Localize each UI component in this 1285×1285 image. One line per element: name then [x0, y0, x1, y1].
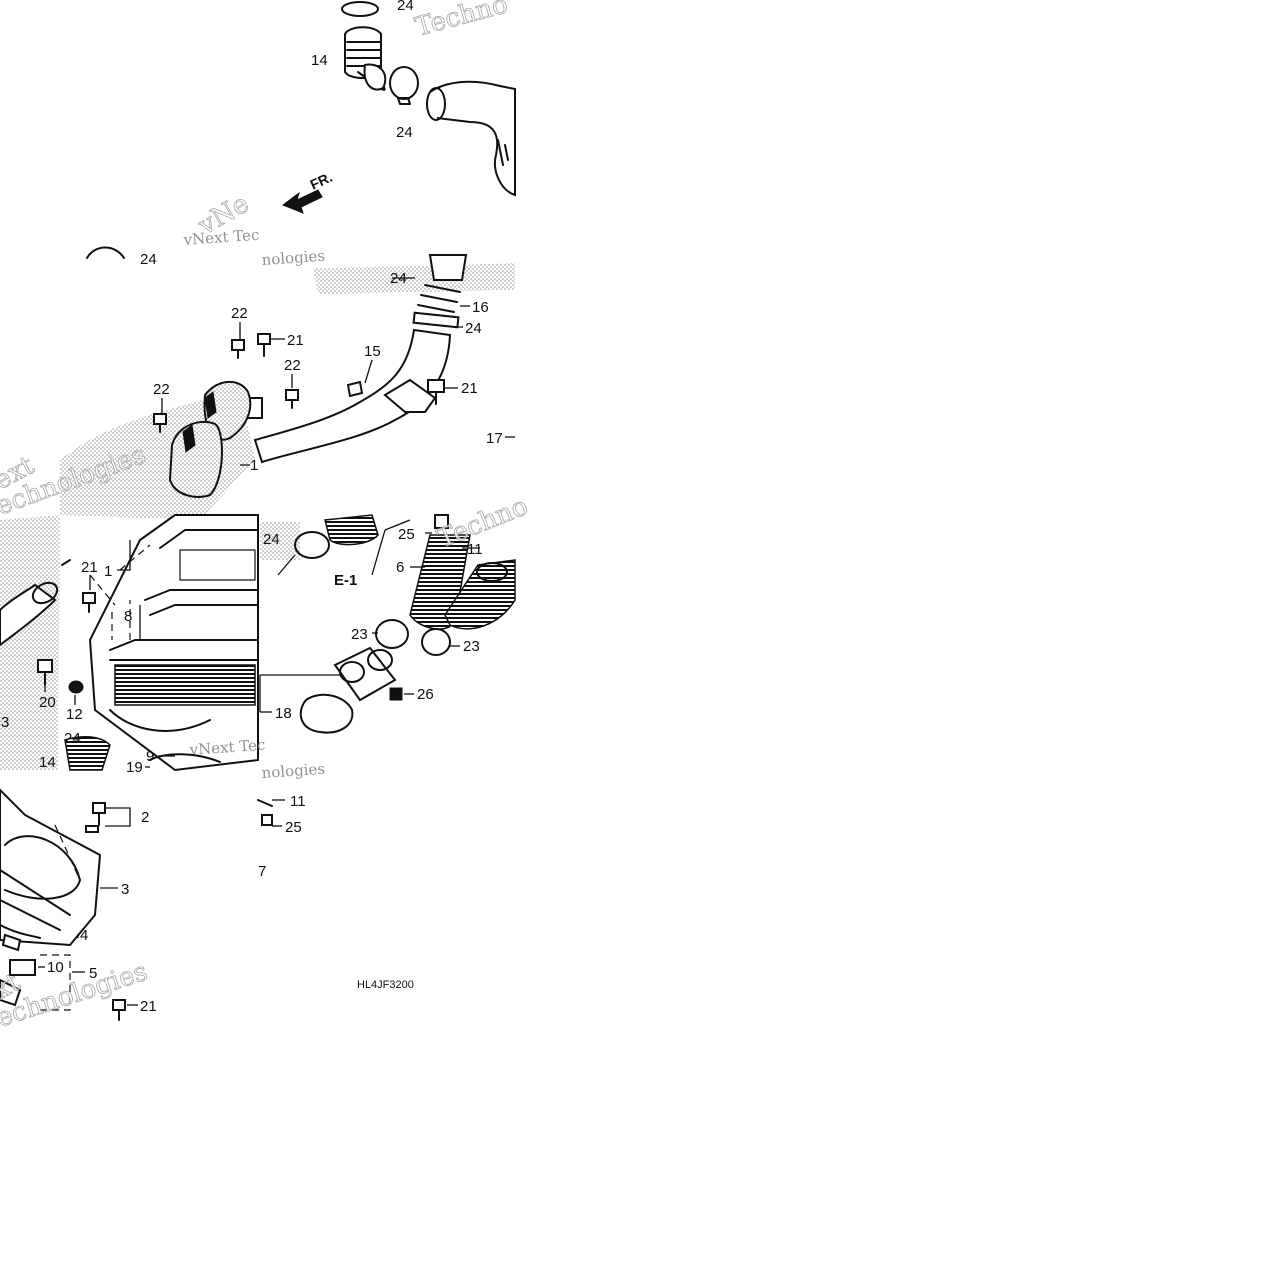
callout-number: 25	[398, 526, 415, 543]
callout-number: 21	[140, 998, 157, 1015]
bracket-line	[259, 674, 340, 712]
leader-lines-left	[44, 540, 175, 768]
callout-number: 24	[390, 270, 407, 287]
callout-number: 16	[472, 299, 489, 316]
hose-7	[444, 559, 516, 630]
leader-lines-bottom	[38, 799, 285, 1006]
watermark-fragment: vNext Tec	[182, 226, 260, 249]
bolt-group	[153, 333, 445, 433]
watermark-fragment: nologies	[261, 247, 326, 269]
clamp-screw	[397, 97, 411, 105]
section-reference-label: E-1	[334, 572, 357, 589]
leader-lines-middle	[161, 277, 515, 466]
air-duct-15	[244, 328, 452, 464]
callout-number: 24	[396, 124, 413, 141]
callout-number: 19	[126, 759, 143, 776]
callout-number: 24	[140, 251, 157, 268]
callout-number: 14	[39, 754, 56, 771]
boot-illustration	[344, 26, 387, 91]
elbow-cover	[168, 380, 252, 498]
callout-number: 3	[1, 714, 9, 731]
air-cleaner-case	[88, 514, 259, 772]
callout-number: 17	[486, 430, 503, 447]
leader-lines-hoses	[260, 519, 480, 713]
intake-duct-illustration	[426, 80, 516, 197]
callout-number: 24	[263, 531, 280, 548]
clamp-23-left	[375, 619, 409, 649]
callout-number: 10	[47, 959, 64, 976]
callout-number: 21	[81, 559, 98, 576]
tile-middle-assembly	[60, 254, 515, 520]
callout-number: 2	[141, 809, 149, 826]
watermark-fragment: nologies	[261, 760, 326, 782]
callout-number: 1	[250, 457, 258, 474]
callout-number: 26	[417, 686, 434, 703]
fasteners-bottom	[85, 799, 273, 1021]
callout-number: 8	[124, 608, 132, 625]
callout-number: 11	[290, 793, 306, 810]
clamp-top-illustration	[341, 1, 379, 17]
callout-number: 5	[89, 965, 97, 982]
joint-plate	[333, 646, 403, 702]
gasket-18	[299, 693, 354, 734]
callout-number: 22	[231, 305, 248, 322]
watermark-fragment: vNext Tec	[188, 736, 266, 759]
tile-inlet-hoses	[259, 514, 516, 734]
callout-number: 25	[285, 819, 302, 836]
callout-number: 22	[153, 381, 170, 398]
upper-tube-illustration	[412, 254, 468, 329]
stipple-left	[0, 515, 60, 770]
tile-upper-duct: FR.	[86, 1, 516, 259]
tile-air-cleaner	[0, 514, 259, 772]
diagram-code-label: HL4JF3200	[357, 979, 414, 991]
callout-number: 4	[80, 927, 88, 944]
callout-number: 23	[463, 638, 480, 655]
connecting-tube-illustration	[0, 559, 71, 647]
callout-number: 21	[461, 380, 478, 397]
hose-boot-illustration	[294, 514, 379, 559]
callout-number: 3	[121, 881, 129, 898]
callout-number: 20	[39, 694, 56, 711]
callout-number: 24	[465, 320, 482, 337]
callout-number: 11	[467, 541, 483, 558]
callout-number: 1	[104, 563, 112, 580]
clamp-23-right	[421, 628, 451, 656]
callout-number: 7	[258, 863, 266, 880]
callout-number: 21	[287, 332, 304, 349]
callout-number: 6	[396, 559, 404, 576]
callout-number: 24	[397, 0, 414, 14]
callout-number: 12	[66, 706, 83, 723]
stipple-hose	[260, 522, 300, 560]
callout-number: 9	[146, 748, 154, 765]
callout-number: 24	[64, 730, 81, 747]
callout-number: 15	[364, 343, 381, 360]
fasteners-left	[37, 592, 221, 771]
tile-cover-assembly	[0, 788, 285, 1021]
callout-number: 14	[311, 52, 328, 69]
callout-number: 23	[351, 626, 368, 643]
callout-number: 22	[284, 357, 301, 374]
clamp-fragment	[86, 246, 125, 259]
callout-layer: 24 14 24 24 24 16 24 22 21 22 15 21 22 1…	[1, 0, 503, 1015]
callout-number: 18	[275, 705, 292, 722]
assembly-dash	[40, 824, 81, 1011]
